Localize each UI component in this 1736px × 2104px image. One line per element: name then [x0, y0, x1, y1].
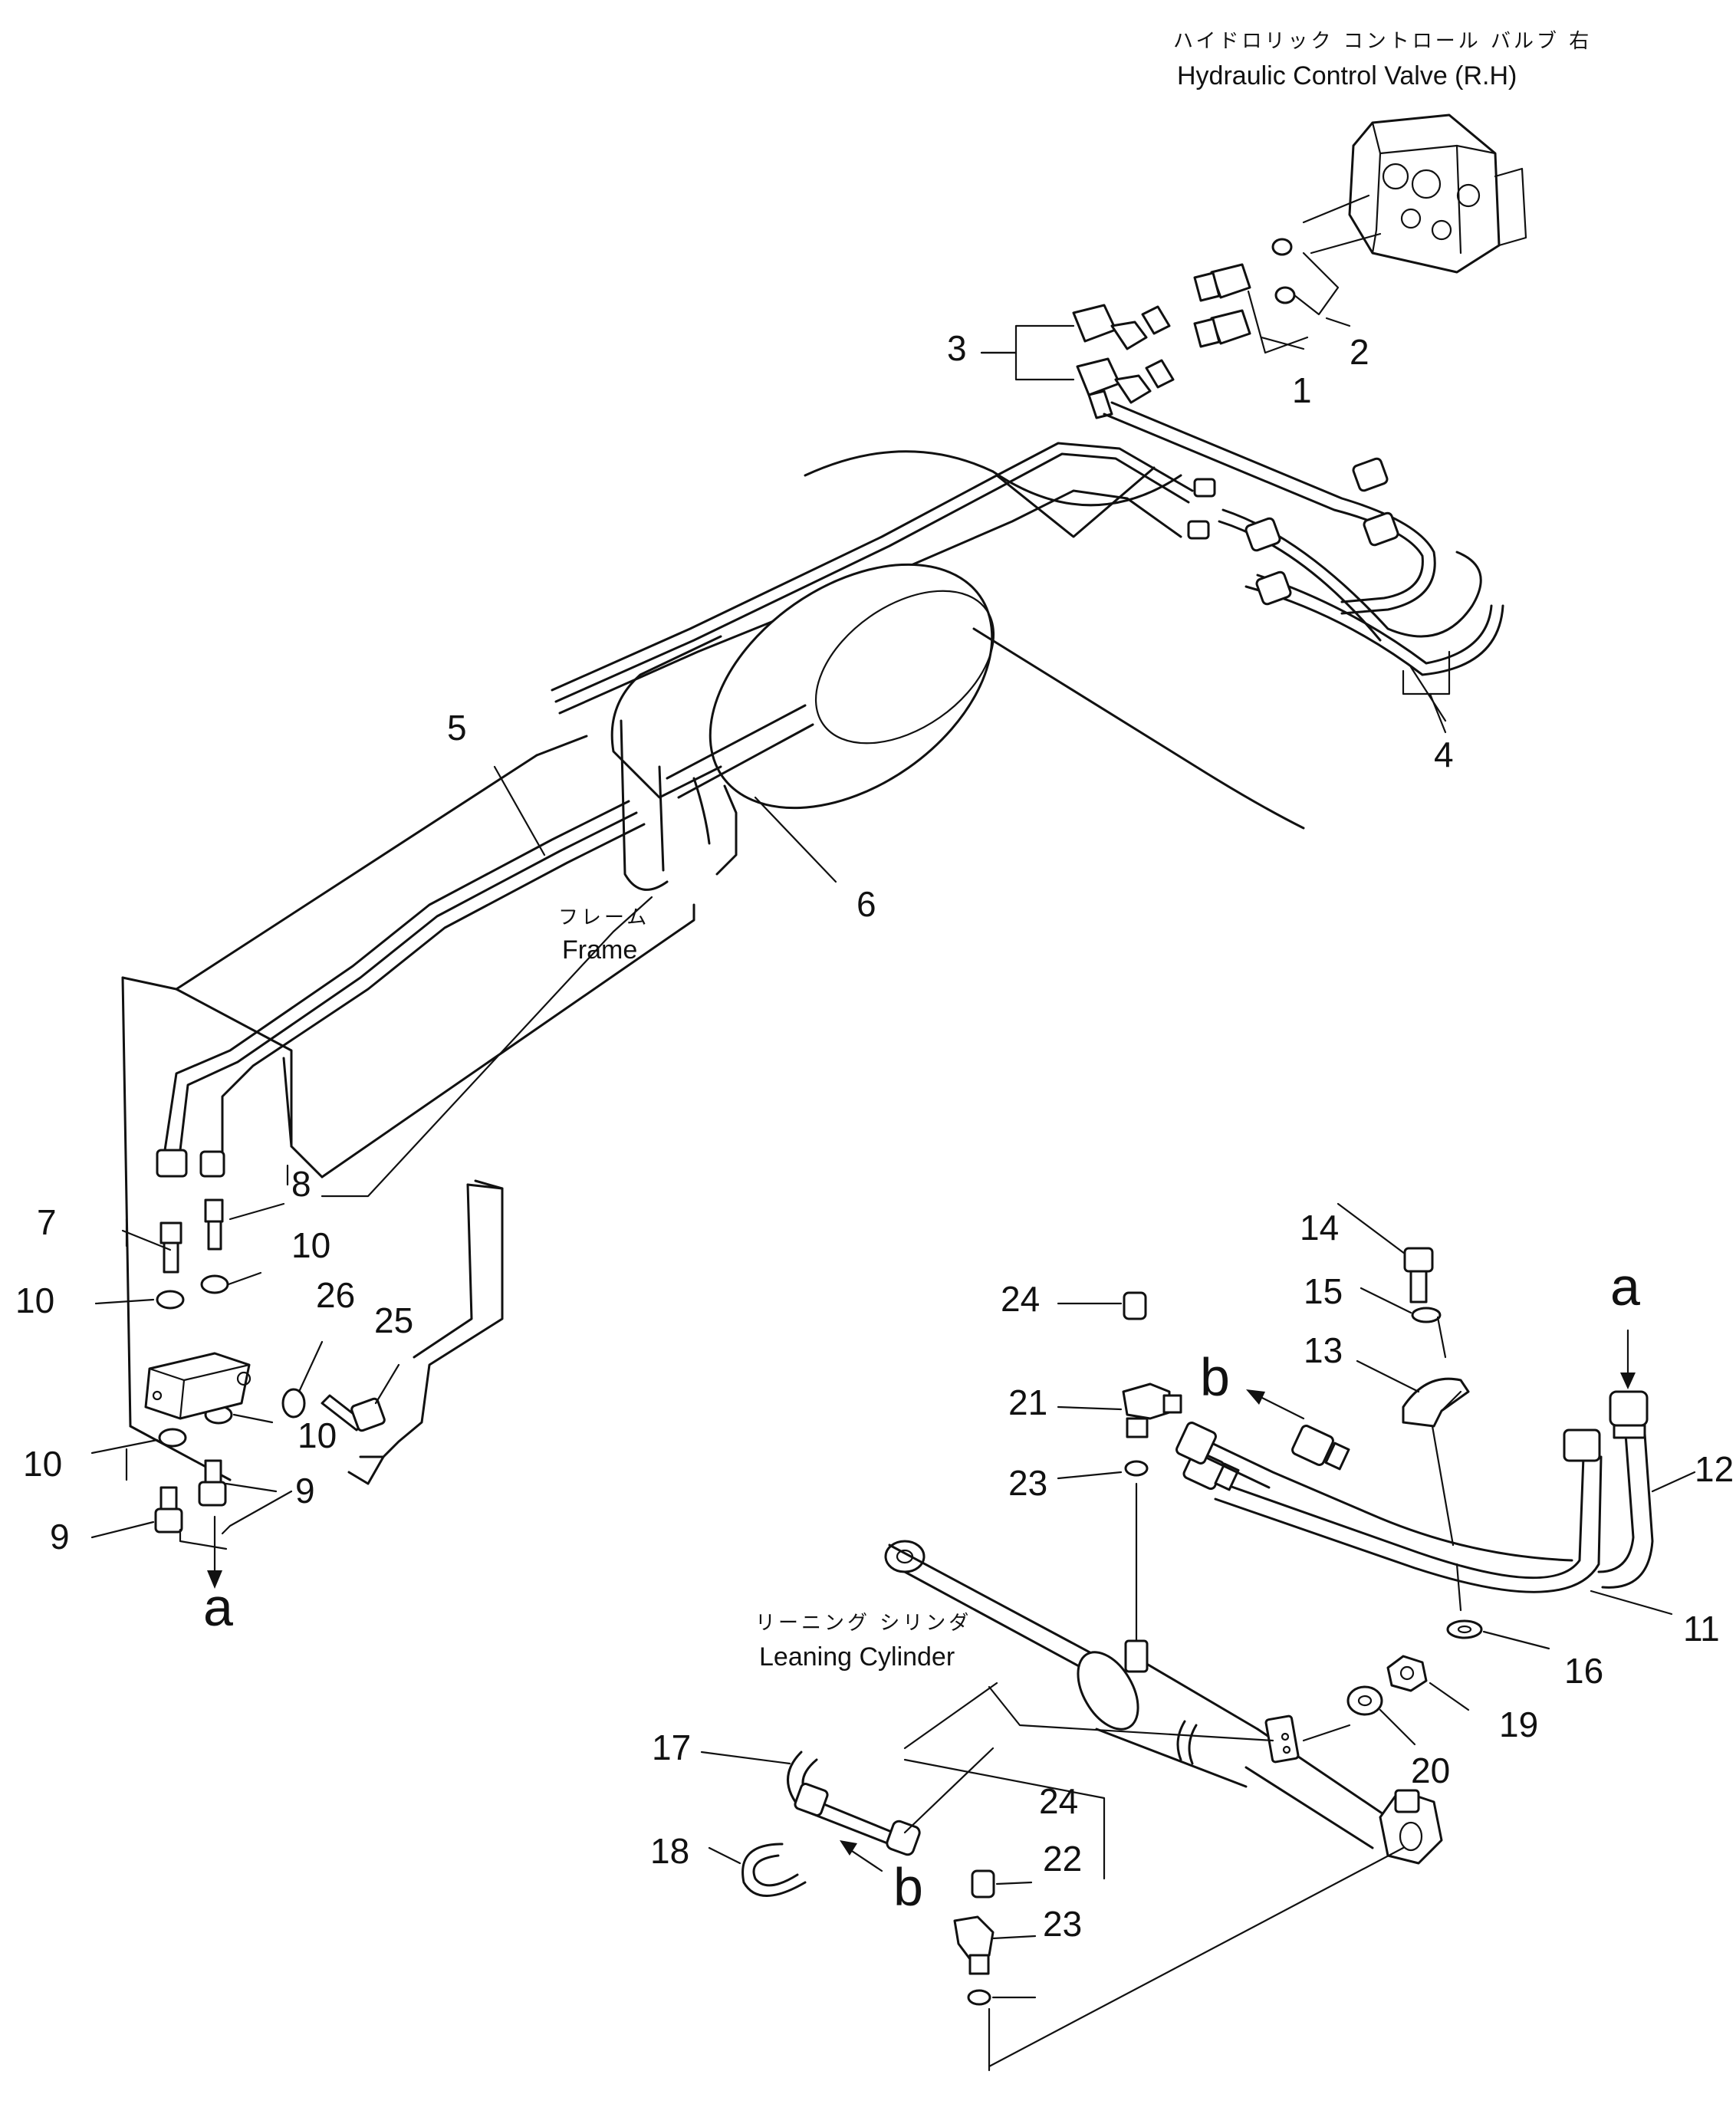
valve-block: [144, 1352, 252, 1420]
hose-b: [1175, 1422, 1573, 1562]
callout-10b: 10: [15, 1280, 54, 1320]
frame-body: [121, 450, 1305, 1485]
callout-10c: 10: [298, 1415, 337, 1455]
callout-7: 7: [37, 1202, 57, 1242]
callout-15: 15: [1304, 1271, 1343, 1311]
o-ring-part-10: [156, 1274, 233, 1448]
callout-23b: 23: [1043, 1904, 1082, 1944]
callout-24a: 24: [1001, 1279, 1040, 1319]
callout-6: 6: [856, 884, 876, 924]
ref-b-upper: b: [1200, 1347, 1230, 1407]
fitting-part-8: [199, 1150, 225, 1251]
fitting-part-7: [156, 1149, 188, 1274]
callout-8: 8: [291, 1164, 311, 1204]
cylinder-label-en: Leaning Cylinder: [759, 1642, 955, 1672]
callout-1: 1: [1292, 370, 1312, 410]
valve-label-en: Hydraulic Control Valve (R.H): [1177, 61, 1517, 90]
u-clip-part-18: [741, 1843, 807, 1897]
callout-10d: 10: [23, 1444, 62, 1484]
callout-18: 18: [650, 1831, 689, 1871]
elbow-part-21: [1122, 1382, 1182, 1438]
pipe-part-5: [163, 800, 646, 1159]
callout-13: 13: [1304, 1330, 1343, 1370]
hose-part-12: [1597, 1390, 1654, 1589]
callout-5: 5: [447, 708, 467, 748]
valve-label-jp: ハイドロリック コントロール バルブ 右: [1173, 30, 1592, 53]
callout-25: 25: [374, 1300, 413, 1340]
cylinder-label-jp: リーニング シリンダ: [755, 1612, 972, 1635]
bolt-part-14: [1403, 1247, 1434, 1303]
pipe-part-6: [666, 704, 814, 799]
callout-20: 20: [1411, 1751, 1450, 1790]
ref-a-right: a: [1610, 1257, 1640, 1317]
leader-lines: [90, 317, 1696, 1999]
bolt-part-25: [321, 1394, 386, 1432]
callout-23a: 23: [1008, 1463, 1047, 1503]
o-ring-part-2: [1271, 238, 1296, 304]
hose-part-17: [787, 1747, 995, 1856]
frame-label-en: Frame: [562, 935, 637, 965]
callout-14: 14: [1300, 1208, 1339, 1248]
callout-16: 16: [1564, 1651, 1603, 1691]
callout-11: 11: [1683, 1609, 1720, 1649]
callout-22: 22: [1043, 1839, 1082, 1879]
callout-19: 19: [1499, 1705, 1538, 1744]
ref-b-lower: b: [893, 1857, 923, 1917]
ref-a-left: a: [203, 1577, 233, 1637]
fitting-part-24-upper: [1123, 1291, 1147, 1320]
washer-part-16: [1446, 1619, 1483, 1639]
callout-12: 12: [1695, 1449, 1734, 1489]
clamp-part-13: [1402, 1377, 1470, 1428]
callout-26: 26: [316, 1275, 355, 1315]
callout-21: 21: [1008, 1382, 1047, 1422]
callout-2: 2: [1350, 332, 1369, 372]
callout-9b: 9: [50, 1517, 70, 1557]
o-ring-part-23-upper: [1124, 1460, 1149, 1477]
fitting-part-24-lower: [971, 1869, 995, 1899]
callout-10a: 10: [291, 1225, 330, 1265]
callout-24b: 24: [1039, 1781, 1078, 1821]
fitting-part-9: [154, 1459, 227, 1534]
frame-label-jp: フレーム: [558, 906, 649, 929]
callout-9a: 9: [295, 1471, 315, 1511]
washer-part-15: [1411, 1307, 1442, 1323]
callout-3: 3: [947, 328, 967, 368]
elbow-part-22: [953, 1915, 995, 1975]
snap-ring-part-26: [281, 1388, 306, 1419]
o-ring-part-23-lower: [967, 1989, 991, 2006]
washer-part-20: [1346, 1685, 1383, 1716]
hose-assembly-part-4: [1103, 401, 1504, 676]
pipe-part-11: [1214, 1455, 1603, 1593]
connector-part-1: [1193, 263, 1251, 348]
hydraulic-control-valve: [1348, 113, 1527, 274]
callout-17: 17: [652, 1728, 691, 1767]
leaning-cylinder: [884, 1540, 1443, 1865]
nut-part-19: [1386, 1655, 1428, 1692]
hose-end-fittings: [1187, 457, 1399, 606]
elbow-fitting-part-3: [1072, 304, 1175, 419]
callout-4: 4: [1434, 735, 1454, 774]
